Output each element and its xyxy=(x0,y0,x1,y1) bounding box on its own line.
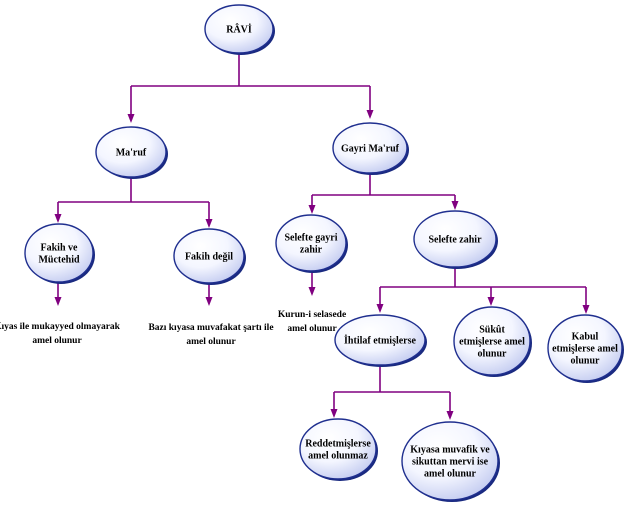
node-label: zahir xyxy=(300,245,323,256)
node-label: Fakih ve xyxy=(41,243,79,254)
node-gayri-maruf: Gayri Ma'ruf xyxy=(332,122,409,175)
node-ellipse xyxy=(173,228,245,284)
node-label: amel olunur xyxy=(424,469,477,480)
node-ellipse xyxy=(334,314,426,366)
node-ellipse xyxy=(95,126,167,178)
note-text: amel olunur xyxy=(287,324,337,334)
node-ellipse xyxy=(204,4,274,54)
arrowhead-icon xyxy=(205,297,213,306)
node-label: Fakih değil xyxy=(185,252,233,263)
node-label: Selefte zahir xyxy=(428,235,482,246)
arrowhead-icon xyxy=(376,304,384,313)
node-label: Kıyasa muvafik ve xyxy=(410,445,490,456)
node-label: sikuttan mervi ise xyxy=(412,457,489,468)
node-label: Gayri Ma'ruf xyxy=(341,144,400,155)
arrowhead-icon xyxy=(330,409,338,418)
node-ellipse xyxy=(24,223,94,283)
node-label: Müctehid xyxy=(38,255,80,266)
note-text: Kıyas ile mukayyed olmayarak xyxy=(0,322,121,332)
node-label: olunur xyxy=(478,349,507,360)
node-label: olunur xyxy=(571,356,600,367)
node-ellipse xyxy=(275,214,347,272)
node-label: etmişlerse amel xyxy=(459,337,525,348)
note-text: amel olunur xyxy=(32,336,82,346)
node-label: RÂVİ xyxy=(226,24,252,36)
connector-arrows xyxy=(54,110,590,420)
node-ellipse xyxy=(299,418,377,480)
note-kiyas-ile: Kıyas ile mukayyed olmayarak amel olunur xyxy=(0,322,121,346)
node-label: amel olunmaz xyxy=(308,451,368,462)
node-label: Reddetmişlerse xyxy=(305,439,371,450)
arrowhead-icon xyxy=(308,205,316,214)
node-label: İhtilaf etmişlerse xyxy=(344,335,416,347)
node-selefte-zahir: Selefte zahir xyxy=(413,210,498,269)
arrowhead-icon xyxy=(446,411,454,420)
arrowhead-icon xyxy=(487,297,495,306)
node-label: Sükût xyxy=(479,325,505,336)
arrowhead-icon xyxy=(54,214,62,223)
node-label: Selefte gayri xyxy=(284,233,337,244)
node-label: Kabul xyxy=(572,332,599,343)
node-label: etmişlerse amel xyxy=(552,344,618,355)
node-ihtilaf-etmislerse: İhtilaf etmişlerse xyxy=(334,314,427,367)
arrowhead-icon xyxy=(308,287,316,296)
note-text: amel olunur xyxy=(186,337,236,347)
arrowhead-icon xyxy=(54,297,62,306)
node-ellipse xyxy=(453,306,531,376)
node-ravi: RÂVİ xyxy=(204,4,275,55)
node-ellipse xyxy=(332,122,408,174)
note-kurun-i-selase: Kurun-i selasede amel olunur xyxy=(278,310,346,334)
node-ellipse xyxy=(547,314,623,382)
node-maruf: Ma'ruf xyxy=(95,126,168,179)
arrowhead-icon xyxy=(582,305,590,314)
arrowhead-icon xyxy=(366,110,374,119)
note-bazi-kiyasa: Bazı kıyasa muvafakat şartı ile amel olun… xyxy=(148,323,273,347)
note-text: Kurun-i selasede xyxy=(278,310,346,320)
arrowhead-icon xyxy=(451,201,459,210)
node-fakih-degil: Fakih değil xyxy=(173,228,246,285)
note-text: Bazı kıyasa muvafakat şartı ile xyxy=(148,323,273,333)
arrowhead-icon xyxy=(205,219,213,228)
arrowhead-icon xyxy=(127,114,135,123)
node-ellipse xyxy=(413,210,497,268)
node-ellipse xyxy=(401,421,499,501)
node-label: Ma'ruf xyxy=(116,148,147,159)
